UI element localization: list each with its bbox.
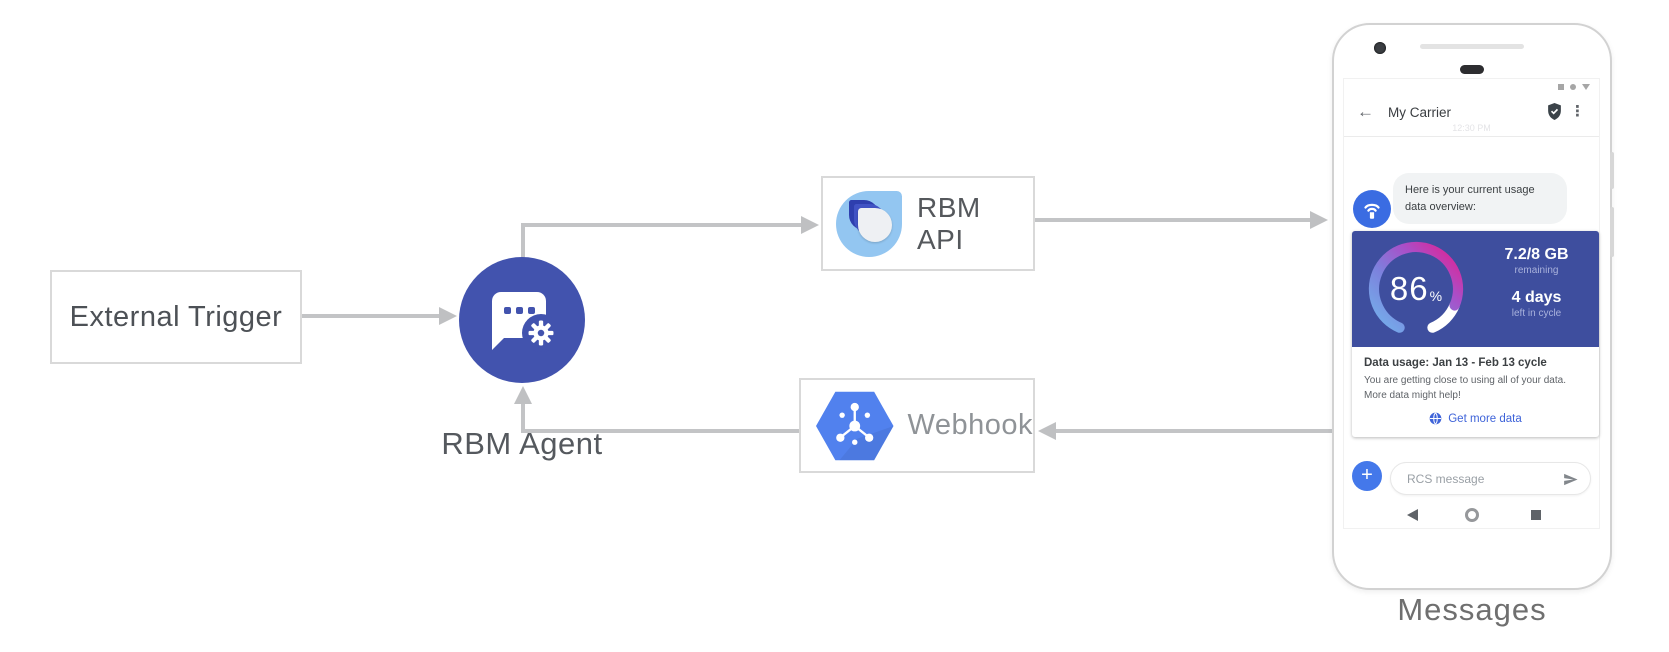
chat-bubble-gear-icon [492,292,560,352]
header-divider [1344,136,1599,137]
arrow-trigger-to-agent-line [302,314,440,318]
add-attachment-button[interactable]: + [1352,461,1382,491]
message-timestamp: 12:30 PM [1452,123,1491,133]
rbm-api-label: RBM API [917,191,981,255]
days-label: left in cycle [1511,308,1562,319]
usage-card-header: 86 % 7.2/8 GB remaining 4 days left in c… [1352,231,1599,347]
nav-back-icon[interactable] [1407,509,1418,521]
volume-button [1610,207,1614,257]
nav-home-icon[interactable] [1465,508,1479,522]
usage-card-text-line2: More data might help! [1364,390,1461,401]
agent-message-bubble: Here is your current usage data overview… [1393,173,1567,224]
arrow-api-to-phone-line [1035,218,1311,222]
agent-avatar [1353,190,1391,228]
rbm-api-node: RBM API [821,176,1035,271]
phone-screen: ← My Carrier ⋮ 12:30 PM Here is your cur… [1343,78,1600,529]
usage-card-title: Data usage: Jan 13 - Feb 13 cycle [1364,357,1547,369]
gauge-percent-value: 86 [1389,270,1429,307]
usage-gauge: 86 % [1360,233,1472,345]
message-input-pill [1390,462,1591,495]
gauge-percent-sign: % [1429,288,1443,304]
speaker-slot [1420,44,1524,49]
verified-shield-icon [1546,102,1563,126]
status-bar [1558,84,1590,90]
front-camera [1374,42,1386,54]
overflow-menu-icon[interactable]: ⋮ [1570,103,1585,120]
send-icon[interactable] [1562,471,1579,493]
usage-card: 86 % 7.2/8 GB remaining 4 days left in c… [1352,231,1599,437]
status-square-icon [1558,84,1564,90]
rbm-agent-node [459,257,585,383]
conversation-title: My Carrier [1388,105,1451,120]
external-trigger-node: External Trigger [50,270,302,364]
usage-card-text-line1: You are getting close to using all of yo… [1364,375,1566,386]
arrow-agent-to-api-head [801,216,819,234]
arrow-api-to-phone-head [1310,211,1328,229]
arrow-phone-to-webhook-line [1056,429,1332,433]
gear-icon [522,314,560,352]
get-more-data-label: Get more data [1448,412,1522,425]
arrow-webhook-to-agent-hline [521,429,799,433]
webhook-label: Webhook [907,409,1033,441]
webhook-node: Webhook [799,378,1035,473]
messages-app-label: Messages [1397,592,1547,627]
arrow-agent-to-api-vline [521,225,525,258]
arrow-webhook-to-agent-vline [521,404,525,431]
nav-overview-icon[interactable] [1531,510,1541,520]
power-button [1610,152,1614,189]
earpiece [1460,65,1484,74]
remaining-value: 7.2/8 GB [1504,246,1569,263]
external-trigger-label: External Trigger [69,300,283,333]
antenna-icon [1364,203,1380,219]
get-more-data-button[interactable]: Get more data [1364,412,1587,425]
remaining-label: remaining [1514,265,1559,276]
arrow-phone-to-webhook-head [1038,422,1056,440]
rbm-api-logo-icon [836,190,902,257]
arrow-agent-to-api-hline [521,223,802,227]
arrow-webhook-to-agent-head [514,386,532,404]
webhook-hexagon-icon [816,391,894,460]
days-value: 4 days [1511,289,1562,306]
arrow-trigger-to-agent-head [439,307,457,325]
phone-mockup: ← My Carrier ⋮ 12:30 PM Here is your cur… [1332,23,1614,590]
usage-stats: 7.2/8 GB remaining 4 days left in cycle [1474,231,1599,347]
status-triangle-icon [1582,84,1590,90]
globe-icon [1429,412,1442,425]
rcs-message-input[interactable] [1405,470,1549,487]
back-arrow-icon[interactable]: ← [1357,102,1374,121]
rbm-agent-label: RBM Agent [441,426,603,461]
status-dot-icon [1570,84,1576,90]
usage-card-body: Data usage: Jan 13 - Feb 13 cycle You ar… [1352,347,1599,437]
